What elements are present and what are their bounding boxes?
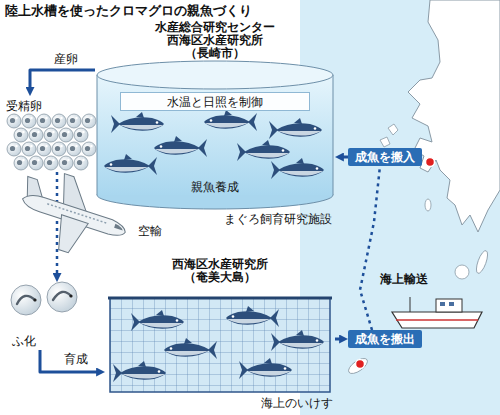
flow-arrow bbox=[30, 70, 95, 88]
edge-label: 育成 bbox=[62, 352, 90, 366]
node-text: 西海区水産研究所 （奄美大島） bbox=[165, 258, 275, 284]
egg-box: 受精卵 bbox=[4, 96, 96, 172]
node-text: まぐろ飼育研究施設 bbox=[220, 212, 332, 226]
node-text: 水温と日照を制御 bbox=[121, 94, 309, 110]
transport-tag: 成魚を搬出 bbox=[348, 330, 422, 348]
edge-label: 産卵 bbox=[52, 52, 80, 66]
flow-arrow bbox=[40, 350, 97, 372]
node-text: 成魚を搬入 bbox=[355, 150, 415, 164]
diagram-title: 陸上水槽を使ったクロマグロの親魚づくり bbox=[5, 3, 252, 18]
node-text: 成魚を搬出 bbox=[355, 332, 415, 346]
edge-label: 空輸 bbox=[136, 224, 164, 238]
sea-cage: 西海区水産研究所 （奄美大島） 海上のいけす bbox=[105, 256, 335, 412]
transport-tag: 成魚を搬入 bbox=[348, 148, 422, 166]
node-text: 親魚養成 bbox=[175, 180, 255, 194]
control-band: 水温と日照を制御 bbox=[120, 92, 310, 111]
node-text: ふ化 bbox=[12, 334, 36, 348]
flow-arrow bbox=[360, 166, 380, 330]
note-label: 海上輸送 bbox=[380, 272, 428, 286]
node-text: 水産総合研究センター 西海区水産研究所 （長崎市） bbox=[145, 21, 285, 60]
flow-arrow bbox=[335, 338, 340, 341]
node-text: 受精卵 bbox=[6, 99, 42, 113]
tank-facility: 水産総合研究センター 西海区水産研究所 （長崎市） 親魚養成まぐろ飼育研究施設 水温… bbox=[95, 18, 335, 230]
hatch-box: ふ化 bbox=[4, 282, 96, 350]
flow-arrow bbox=[56, 172, 59, 274]
node-text: 海上のいけす bbox=[245, 396, 333, 410]
